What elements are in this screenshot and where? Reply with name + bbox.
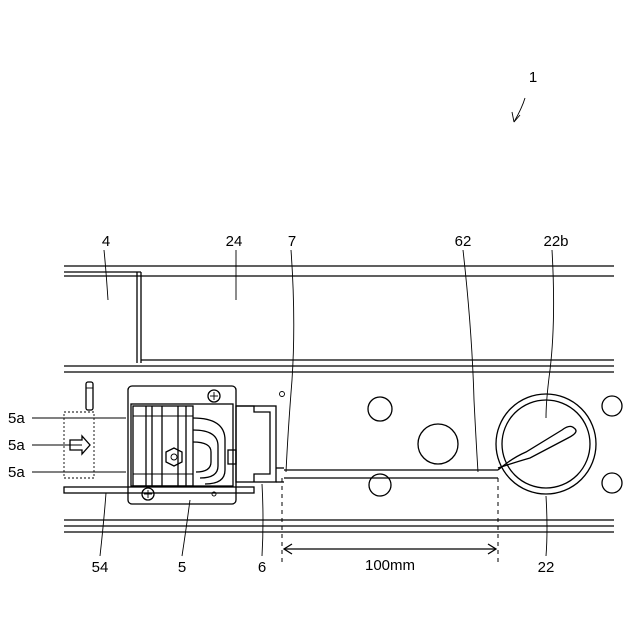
pin [86,382,93,410]
connector [228,406,284,482]
reference-labels: 1 4 24 7 62 22b 5a 5a 5a 54 5 6 22 [8,69,569,576]
label-tab-top: 5a [8,410,25,427]
label-switch: 5 [178,559,186,576]
label-wire-end: 7 [288,233,296,250]
dimension-label: 100mm [365,557,415,574]
label-knob: 22 [538,559,555,576]
plate [64,487,254,493]
switch-body [128,386,236,504]
label-device: 1 [529,69,537,86]
label-knob-part: 22b [543,233,568,250]
label-tab-bot: 5a [8,464,25,481]
label-plate: 54 [92,559,109,576]
label-frame: 24 [226,233,243,250]
label-wire: 62 [455,233,472,250]
wire [284,470,498,478]
label-connector: 6 [258,559,266,576]
label-frame-left: 4 [102,233,110,250]
lower-rail [64,520,614,532]
label-tab-mid: 5a [8,437,25,454]
upper-frame [64,266,614,372]
